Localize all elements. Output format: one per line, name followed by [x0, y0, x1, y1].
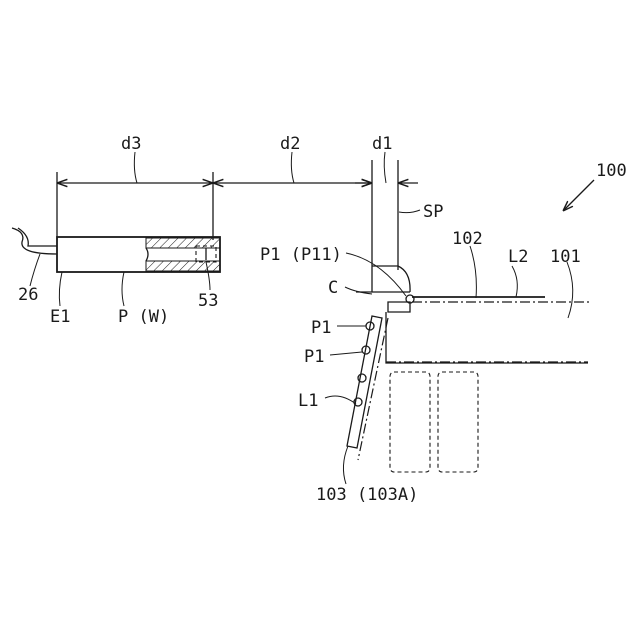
label-26: 26	[18, 285, 38, 305]
label-l2: L2	[508, 247, 528, 267]
hatched-wall-top	[146, 238, 220, 248]
label-d3: d3	[121, 134, 141, 154]
leader-p11	[346, 253, 406, 296]
label-p1-b: P1	[304, 347, 324, 367]
leader-d2	[291, 152, 294, 183]
label-101: 101	[550, 247, 581, 267]
label-pw: P (W)	[118, 307, 169, 327]
labels: d3 d2 d1 100 SP 102 L2 101 P1 (P11) C P1…	[18, 134, 627, 505]
cable-26-inner	[18, 228, 57, 246]
leader-pw	[122, 272, 124, 306]
label-103: 103 (103A)	[316, 485, 418, 505]
dimension-lines	[57, 152, 418, 292]
label-p1-a: P1	[311, 318, 331, 338]
leader-26	[30, 254, 40, 286]
label-102: 102	[452, 229, 483, 249]
label-sp: SP	[423, 202, 443, 222]
axis-l1	[358, 318, 388, 460]
leader-l2	[512, 266, 517, 297]
leader-e1	[59, 272, 62, 306]
leader-p1-b	[330, 352, 362, 355]
break-line	[146, 248, 148, 261]
dashed-container-left	[390, 372, 430, 472]
workpiece-assembly	[12, 228, 220, 272]
frame-101	[386, 312, 588, 363]
cable-26	[12, 228, 57, 254]
leader-101	[567, 262, 573, 318]
leader-sp	[399, 210, 420, 213]
point-p1-3	[358, 374, 366, 382]
label-c: C	[328, 278, 338, 298]
dashed-container-right	[438, 372, 478, 472]
label-d2: d2	[280, 134, 300, 154]
machine-assembly	[347, 180, 594, 472]
label-l1: L1	[298, 391, 318, 411]
leader-l1	[325, 396, 356, 404]
label-53: 53	[198, 291, 218, 311]
label-e1: E1	[50, 307, 70, 327]
leader-d3	[134, 152, 137, 183]
leader-c	[345, 287, 372, 294]
leader-d1	[384, 152, 386, 183]
label-d1: d1	[372, 134, 392, 154]
label-p1-p11: P1 (P11)	[260, 245, 342, 265]
label-100: 100	[596, 161, 627, 181]
leader-102	[470, 246, 476, 298]
arrow-100	[563, 180, 594, 211]
leader-103	[343, 446, 348, 484]
bracket	[388, 302, 410, 312]
